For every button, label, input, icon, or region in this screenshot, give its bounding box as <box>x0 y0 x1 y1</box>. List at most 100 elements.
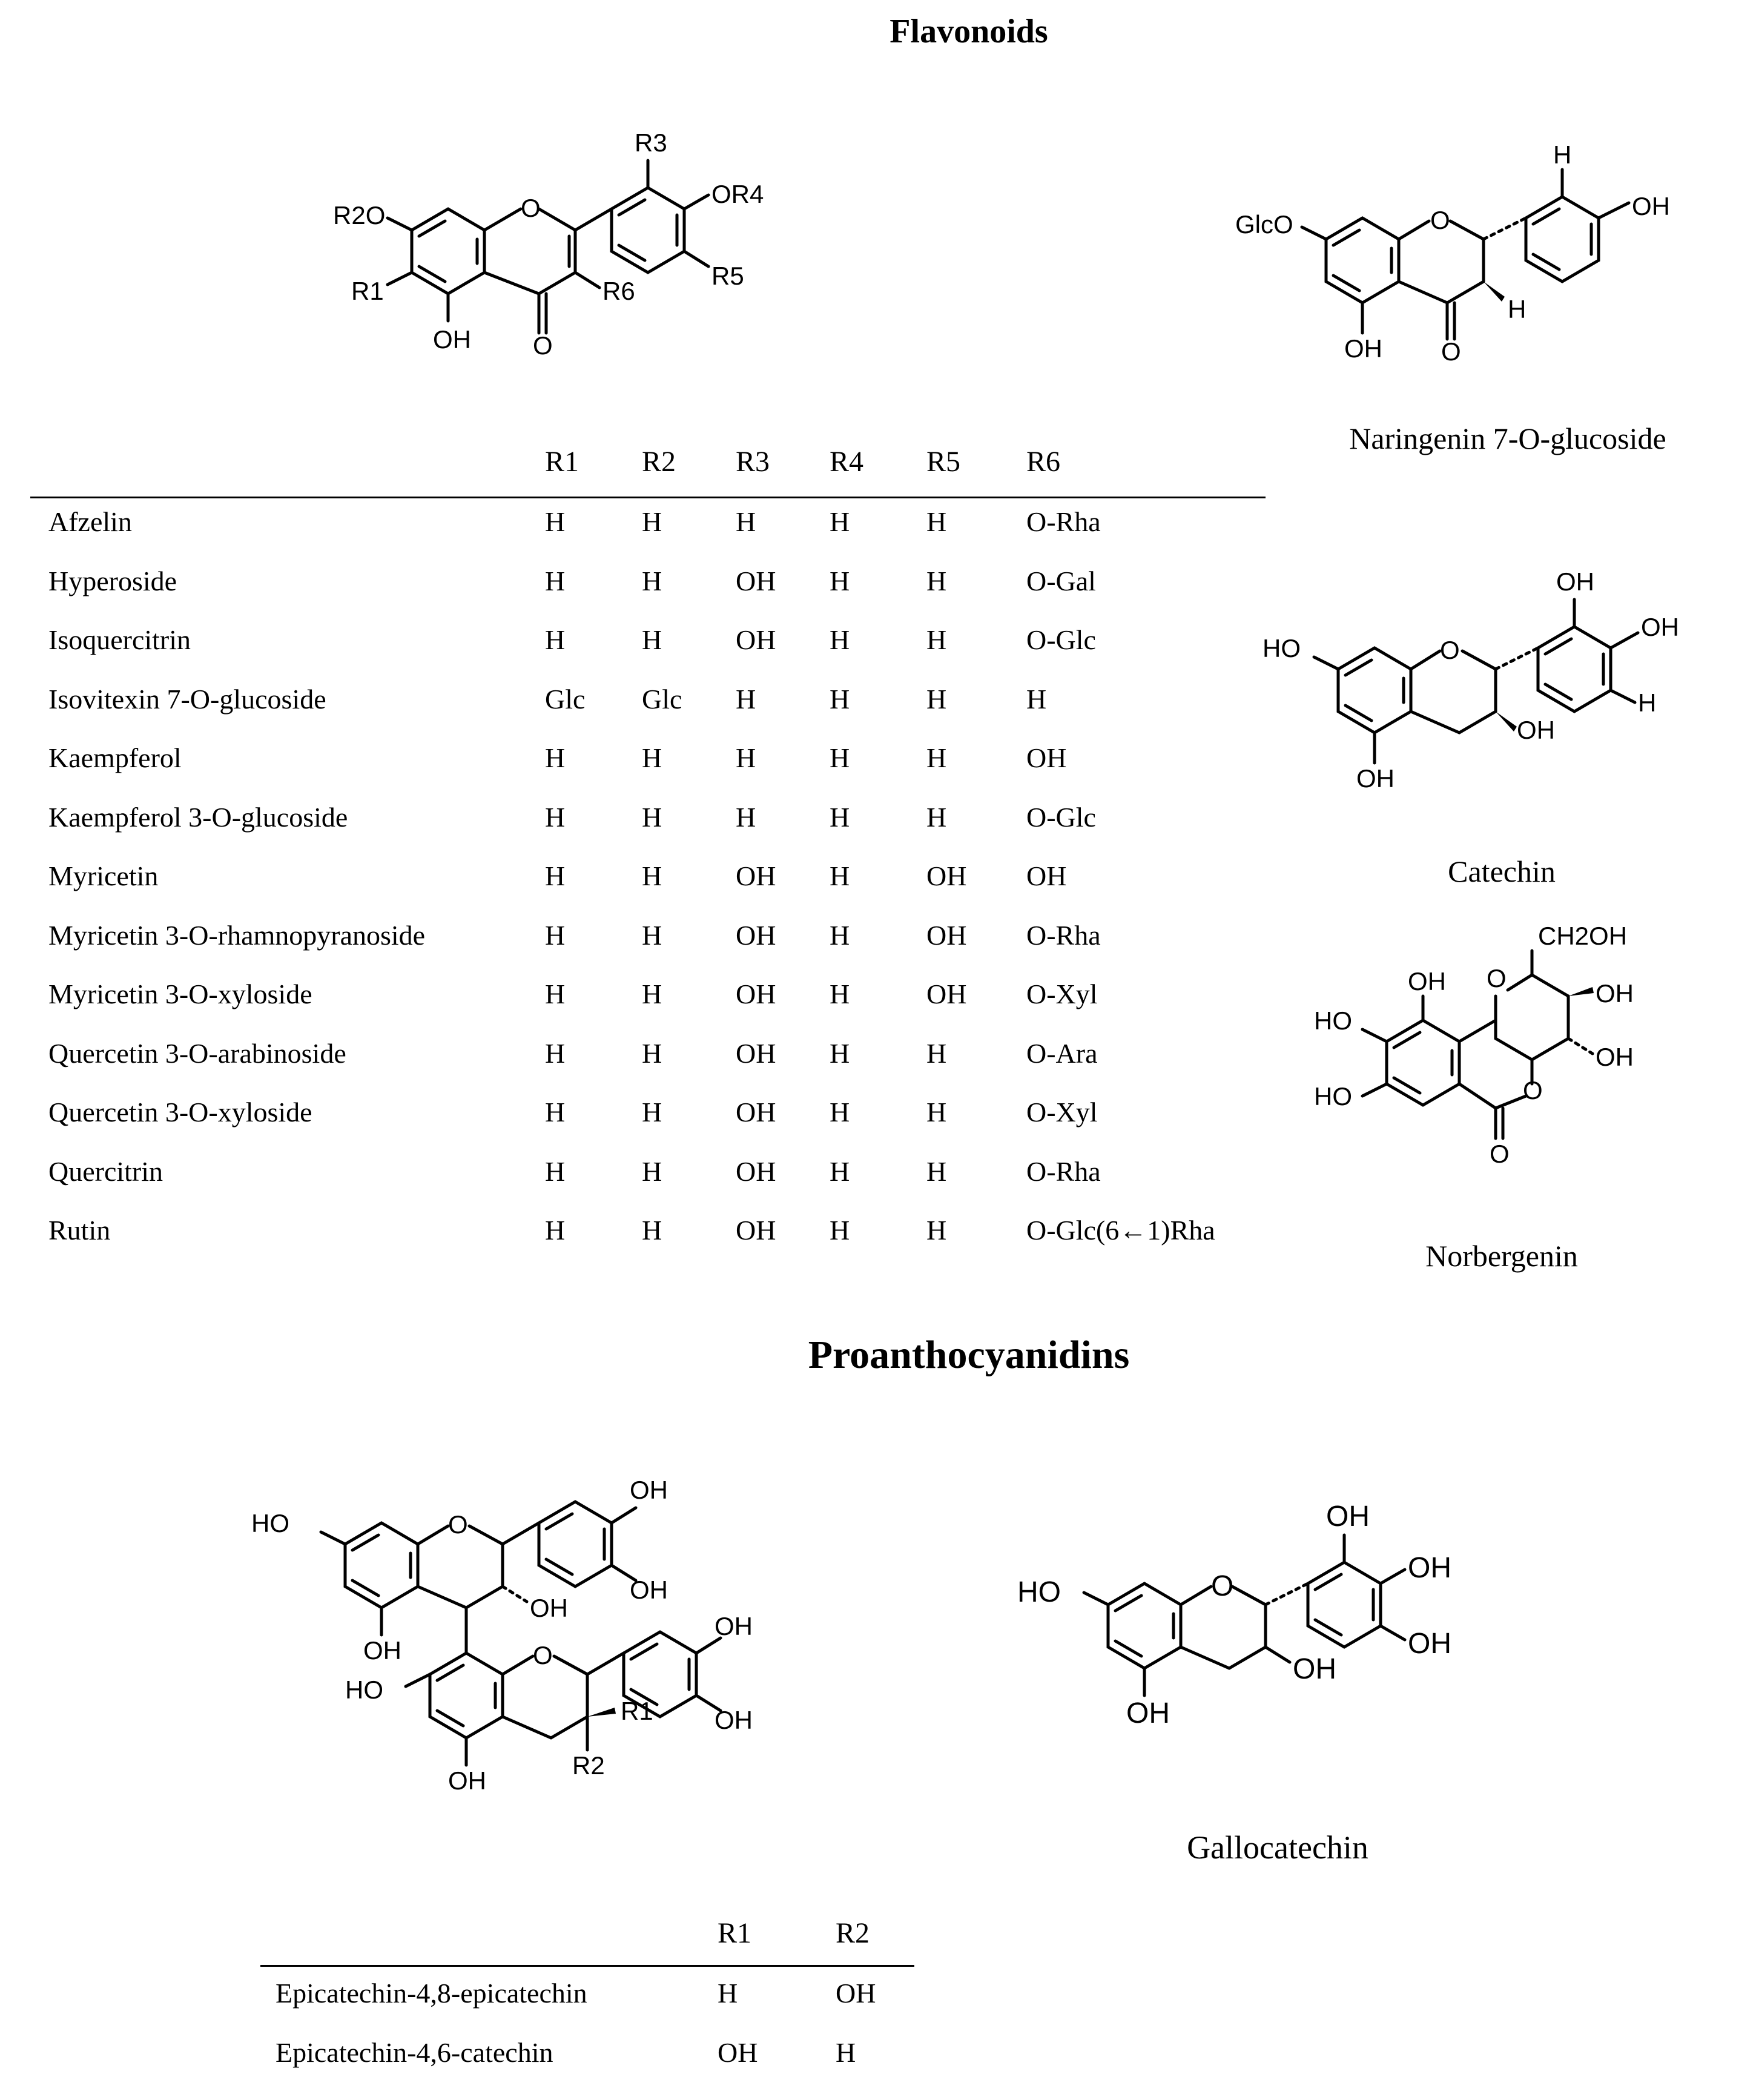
substituent-r1: H <box>545 1155 566 1187</box>
substituent-r4: H <box>830 506 850 537</box>
atom-label: CH2OH <box>1538 922 1627 950</box>
section-title-proanthocyanidins: Proanthocyanidins <box>808 1333 1130 1377</box>
substituent-r2: H <box>642 1037 662 1069</box>
atom-label: O <box>1430 206 1450 234</box>
atom-label: OH <box>1126 1697 1170 1729</box>
table-header-row: R1 R2 R3 R4 R5 R6 <box>30 445 1266 494</box>
substituent-r3: OH <box>736 624 776 655</box>
atom-label: OR4 <box>711 180 764 208</box>
substituent-r1: H <box>545 860 566 891</box>
atom-label: OH <box>630 1476 668 1504</box>
compound-name: Quercetin 3-O-arabinoside <box>48 1037 346 1069</box>
substituent-r6: O-Rha <box>1026 1155 1101 1187</box>
atom-label: O <box>1523 1076 1543 1104</box>
substituent-r3: OH <box>736 565 776 596</box>
caption-norbergenin: Norbergenin <box>1425 1239 1578 1273</box>
substituent-r4: H <box>830 801 850 833</box>
atom-label: OH <box>1632 192 1670 220</box>
atom-label: R2 <box>572 1751 605 1780</box>
atom-label: OH <box>1556 567 1594 596</box>
substituent-r2: H <box>642 565 662 596</box>
compound-name: Afzelin <box>48 506 132 537</box>
column-header: R3 <box>736 446 770 478</box>
atom-label: O <box>1487 964 1507 992</box>
substituent-r5: H <box>926 742 947 773</box>
substituent-r4: H <box>830 979 850 1009</box>
substituent-r4: H <box>830 742 850 773</box>
atom-label: OH <box>1344 334 1382 363</box>
substituent-r5: H <box>926 801 947 833</box>
compound-name: Epicatechin-4,8-epicatechin <box>276 1978 587 2009</box>
substituent-r4: H <box>830 565 850 596</box>
substituent-r1: H <box>545 1097 566 1128</box>
substituent-r3: H <box>736 683 756 715</box>
atom-label: O <box>1490 1140 1510 1168</box>
atom-label: OH <box>630 1576 668 1604</box>
atom-label: HO <box>251 1509 289 1537</box>
substituent-r3: H <box>736 801 756 833</box>
substituent-r4: H <box>830 1215 850 1246</box>
atom-label: OH <box>715 1612 753 1640</box>
atom-label: R1 <box>351 277 384 305</box>
atom-label: OH <box>1408 967 1446 996</box>
atom-label: R5 <box>711 262 744 290</box>
substituent-r3: OH <box>736 860 776 891</box>
naringenin-structure: H OH GlcO O H OH O <box>1235 140 1670 366</box>
atom-label: OH <box>433 325 471 354</box>
substituent-r5: H <box>926 624 947 655</box>
substituent-r6: O-Rha <box>1026 919 1101 951</box>
substituent-r2: H <box>642 1215 662 1246</box>
caption-gallocatechin: Gallocatechin <box>1187 1829 1368 1866</box>
substituent-r2: H <box>642 624 662 655</box>
substituent-r1: H <box>545 742 566 773</box>
substituent-r1: H <box>545 1037 566 1069</box>
substituent-r4: H <box>830 683 850 715</box>
flavonoid-core-structure: R3 OR4 R2O O R5 R1 R6 OH O <box>333 128 764 360</box>
substituent-r2: H <box>642 919 662 951</box>
atom-label: OH <box>1326 1501 1370 1533</box>
column-header: R5 <box>926 446 961 478</box>
substituent-r2: H <box>836 2037 856 2068</box>
substituent-r3: H <box>736 506 756 537</box>
substituent-r5: H <box>926 683 947 715</box>
atom-label: OH <box>1293 1653 1336 1685</box>
atom-label: R2O <box>333 201 385 229</box>
gallocatechin-structure: OH OH HO O OH OH OH <box>1017 1501 1451 1729</box>
substituent-r6: O-Rha <box>1026 506 1101 537</box>
atom-label: HO <box>1263 634 1301 662</box>
substituent-r5: H <box>926 1097 947 1128</box>
substituent-r1: H <box>545 624 566 655</box>
substituent-r4: H <box>830 860 850 891</box>
compound-name: Quercetin 3-O-xyloside <box>48 1097 312 1128</box>
substituent-r2: H <box>642 979 662 1009</box>
atom-label: HO <box>1314 1006 1352 1035</box>
column-header: R2 <box>642 446 676 478</box>
substituent-r4: H <box>830 919 850 951</box>
compound-name: Kaempferol 3-O-glucoside <box>48 801 348 833</box>
substituent-r6: O-Ara <box>1026 1037 1098 1069</box>
substituent-r1: H <box>545 1215 566 1246</box>
substituent-r5: H <box>926 1215 947 1246</box>
caption-naringenin: Naringenin 7-O-glucoside <box>1349 421 1666 455</box>
substituent-r2: Glc <box>642 683 682 715</box>
substituent-r3: OH <box>736 1155 776 1187</box>
substituent-r4: H <box>830 1155 850 1187</box>
atom-label: O <box>1211 1570 1233 1602</box>
column-header: R2 <box>836 1917 870 1949</box>
substituent-r1: Glc <box>545 683 586 715</box>
substituent-r3: H <box>736 742 756 773</box>
substituent-r6: O-Xyl <box>1026 1097 1098 1128</box>
compound-name: Myricetin 3-O-rhamnopyranoside <box>48 919 426 951</box>
substituent-r1: H <box>545 919 566 951</box>
compound-name: Quercitrin <box>48 1155 163 1187</box>
